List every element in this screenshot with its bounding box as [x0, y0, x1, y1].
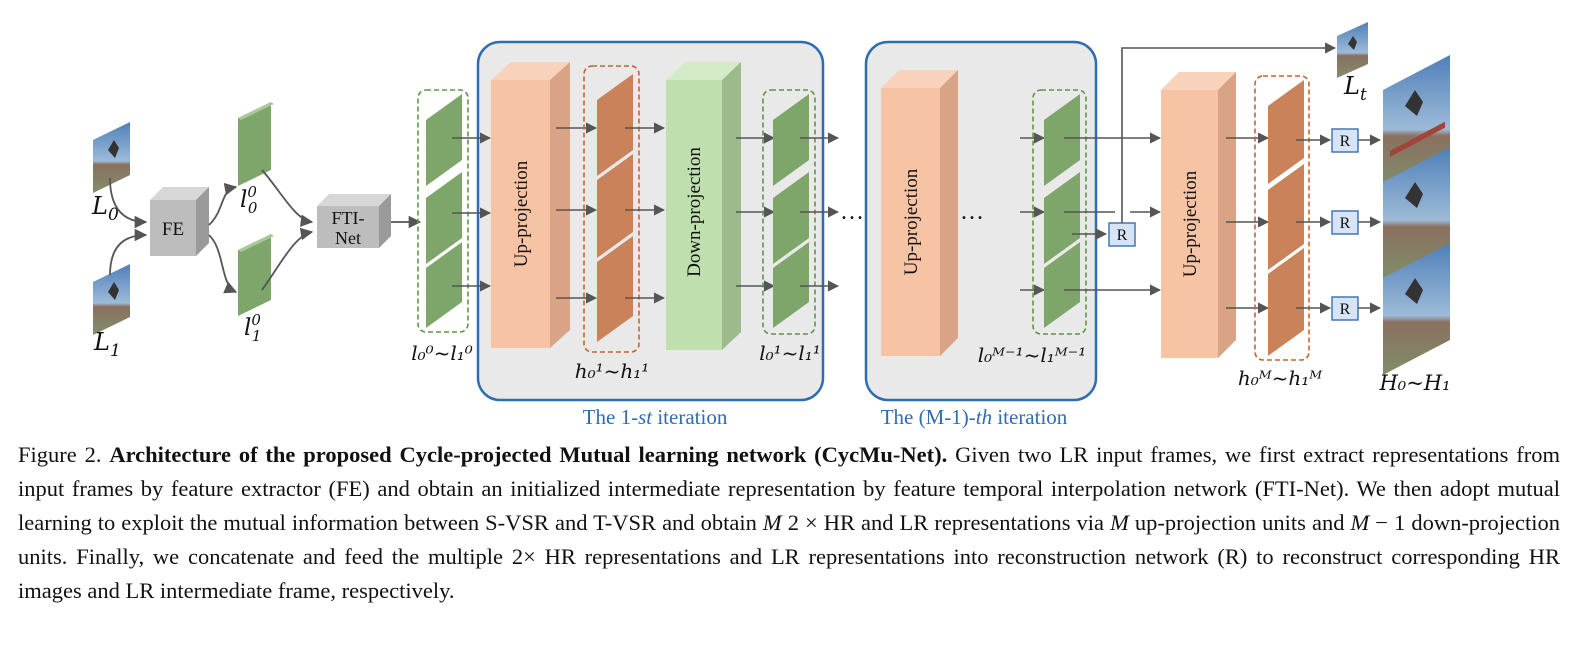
caption-math-M2: M [1110, 510, 1129, 535]
label-Lt-base: L [1343, 72, 1360, 100]
iteration-1-label: The 1-st iteration [583, 405, 728, 429]
recon-block-middle: R [1331, 210, 1359, 235]
recon-block-bottom: R [1331, 296, 1359, 321]
caption-math-M1: M [762, 510, 782, 535]
fti-net-block: FTI- Net [317, 194, 391, 248]
group-l0-features [426, 94, 462, 328]
label-l10-sub: 1 [252, 327, 262, 345]
output-image-H-middle [1383, 147, 1450, 280]
iteration-m1-label: The (M-1)-th iteration [881, 405, 1068, 429]
label-group-l1: l₀¹~l₁¹ [759, 341, 821, 365]
label-l10-sup: 0 [251, 311, 261, 329]
svg-text:Lt: Lt [1343, 72, 1367, 105]
label-L1-sub: 1 [110, 341, 121, 361]
up-projection-block-m1: Up-projection [881, 70, 958, 356]
fe-label: FE [162, 219, 184, 240]
fe-block: FE [150, 187, 209, 256]
svg-text:R: R [1340, 133, 1351, 150]
svg-text:L1: L1 [93, 328, 121, 361]
fti-label-line2: Net [335, 228, 361, 248]
group-lM1-features [1044, 94, 1080, 328]
recon-block-lt: R [1108, 222, 1136, 247]
label-L1-base: L [93, 328, 110, 356]
svg-text:L0: L0 [91, 192, 119, 225]
feature-l00 [238, 102, 274, 186]
label-group-lM1: l₀ᴹ⁻¹~l₁ᴹ⁻¹ [978, 343, 1087, 367]
caption-text-2: 2 × HR and LR representations via [787, 510, 1105, 535]
label-l00-base: l [240, 187, 247, 213]
label-group-hM: h₀ᴹ~h₁ᴹ [1238, 366, 1323, 390]
up-projection-label-2: Up-projection [901, 168, 922, 275]
ellipsis-1: … [840, 199, 864, 225]
label-Lt-sub: t [1360, 85, 1367, 105]
down-projection-label: Down-projection [684, 147, 705, 277]
recon-block-top: R [1331, 128, 1359, 153]
svg-text:R: R [1117, 227, 1128, 244]
group-h1-features [597, 74, 633, 342]
caption-title: Architecture of the proposed Cycle-proje… [109, 442, 948, 467]
down-projection-block: Down-projection [666, 62, 741, 350]
caption-text-3: up-projection units and [1134, 510, 1345, 535]
caption-text-1: Given two LR input frames, we first extr… [18, 442, 1561, 535]
label-group-h1: h₀¹~h₁¹ [575, 359, 650, 383]
svg-text:l00: l00 [240, 183, 258, 217]
caption-text-4: − 1 down-projection units. Finally, we c… [18, 510, 1561, 603]
label-l10-base: l [244, 315, 251, 341]
input-image-L0 [93, 122, 130, 193]
input-image-L1 [93, 264, 130, 335]
up-projection-block-1: Up-projection [491, 62, 570, 348]
output-image-H-bottom [1383, 243, 1450, 375]
caption-math-M3: M [1350, 510, 1370, 535]
label-l00-sub: 0 [248, 199, 258, 217]
svg-text:R: R [1340, 215, 1351, 232]
up-projection-label-3: Up-projection [1180, 170, 1201, 277]
feature-l10 [238, 234, 274, 316]
label-group-l0: l₀⁰~l₁⁰ [411, 341, 473, 365]
up-projection-label-1: Up-projection [511, 160, 532, 267]
label-L0-base: L [91, 192, 108, 220]
fti-label-line1: FTI- [332, 208, 365, 228]
ellipsis-2: … [960, 199, 984, 225]
label-group-H: H₀~H₁ [1378, 371, 1450, 395]
up-projection-block-final: Up-projection [1161, 72, 1236, 358]
svg-text:R: R [1340, 301, 1351, 318]
label-L0-sub: 0 [108, 205, 119, 225]
output-image-Lt [1337, 22, 1368, 78]
group-hM-features [1268, 80, 1304, 356]
caption-fig-label: Figure 2. [18, 442, 102, 467]
svg-text:l01: l01 [244, 311, 261, 345]
group-l1-features [773, 94, 809, 328]
label-l00-sup: 0 [247, 183, 257, 201]
figure-caption: Figure 2. Architecture of the proposed C… [18, 438, 1560, 608]
